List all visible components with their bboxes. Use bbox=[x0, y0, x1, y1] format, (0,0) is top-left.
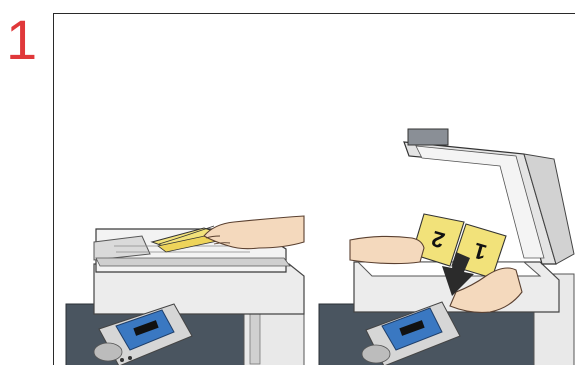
instruction-illustration: 2 1 bbox=[54, 14, 575, 365]
left-scene bbox=[66, 216, 304, 365]
right-scene: 2 1 bbox=[319, 129, 574, 365]
illustration-frame: 2 1 bbox=[53, 13, 575, 365]
step-number: 1 bbox=[6, 12, 37, 68]
hand-icon bbox=[350, 236, 424, 263]
